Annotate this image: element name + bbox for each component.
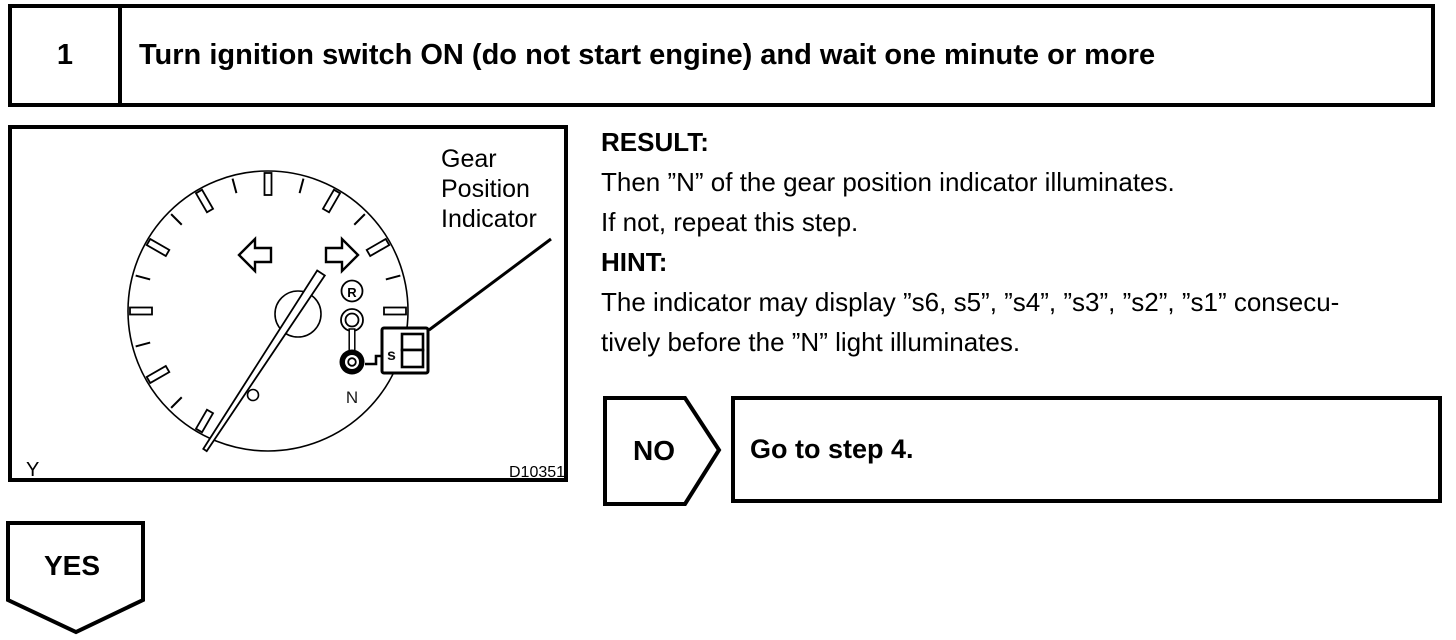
go-to-step-text: Go to step 4.	[750, 434, 914, 464]
gauge-ticks	[129, 172, 407, 434]
result-line: If not, repeat this step.	[601, 207, 859, 237]
result-heading: RESULT:	[601, 127, 709, 157]
reverse-indicator-icon	[340, 279, 364, 303]
left-arrow-icon	[237, 236, 273, 274]
seven-segment-bottom	[400, 348, 425, 369]
no-label: NO	[633, 435, 675, 466]
gear-display-letter: s	[387, 347, 396, 364]
figure-drawing-number: D10351	[509, 464, 564, 478]
no-arrow-shape: NO	[603, 396, 722, 506]
hint-line: tively before the ”N” light illuminates.	[601, 327, 1021, 357]
result-line: Then ”N” of the gear position indicator …	[601, 167, 1175, 197]
step-number-cell: 1	[12, 8, 122, 103]
step-row: 1 Turn ignition switch ON (do not start …	[8, 4, 1435, 107]
yes-label: YES	[44, 550, 100, 581]
needle-stop-pin	[246, 388, 260, 402]
neutral-indicator-letter: N	[346, 388, 358, 407]
figure-corner-letter: Y	[26, 459, 39, 478]
figure-panel: R N s Gear Position Indicator	[8, 125, 568, 482]
indicator-wire	[365, 354, 382, 366]
hint-heading: HINT:	[601, 247, 668, 277]
gauge-dial	[127, 170, 409, 452]
indicator-stem	[348, 328, 356, 353]
step-number: 1	[56, 39, 74, 71]
callout-label-line: Indicator	[441, 205, 537, 233]
step-instruction: Turn ignition switch ON (do not start en…	[139, 39, 1156, 71]
go-to-step-box: Go to step 4.	[731, 396, 1442, 503]
hint-line: The indicator may display ”s6, s5”, ”s4”…	[601, 287, 1340, 317]
yes-arrow-shape: YES	[6, 521, 145, 635]
callout-label-line: Position	[441, 175, 530, 203]
gauge-figure-svg: R N s Gear Position Indicator	[26, 145, 564, 478]
reverse-indicator-letter: R	[347, 285, 357, 300]
neutral-indicator-center	[347, 357, 357, 367]
result-hint-block: RESULT: Then ”N” of the gear position in…	[601, 122, 1451, 362]
seven-segment-top	[400, 332, 425, 352]
callout-label: Gear Position Indicator	[441, 145, 537, 233]
callout-leader-line	[428, 237, 552, 332]
right-arrow-icon	[324, 236, 360, 274]
callout-label-line: Gear	[441, 145, 497, 173]
gauge-needle	[202, 269, 327, 453]
overdrive-indicator-inner-ring	[344, 312, 360, 328]
